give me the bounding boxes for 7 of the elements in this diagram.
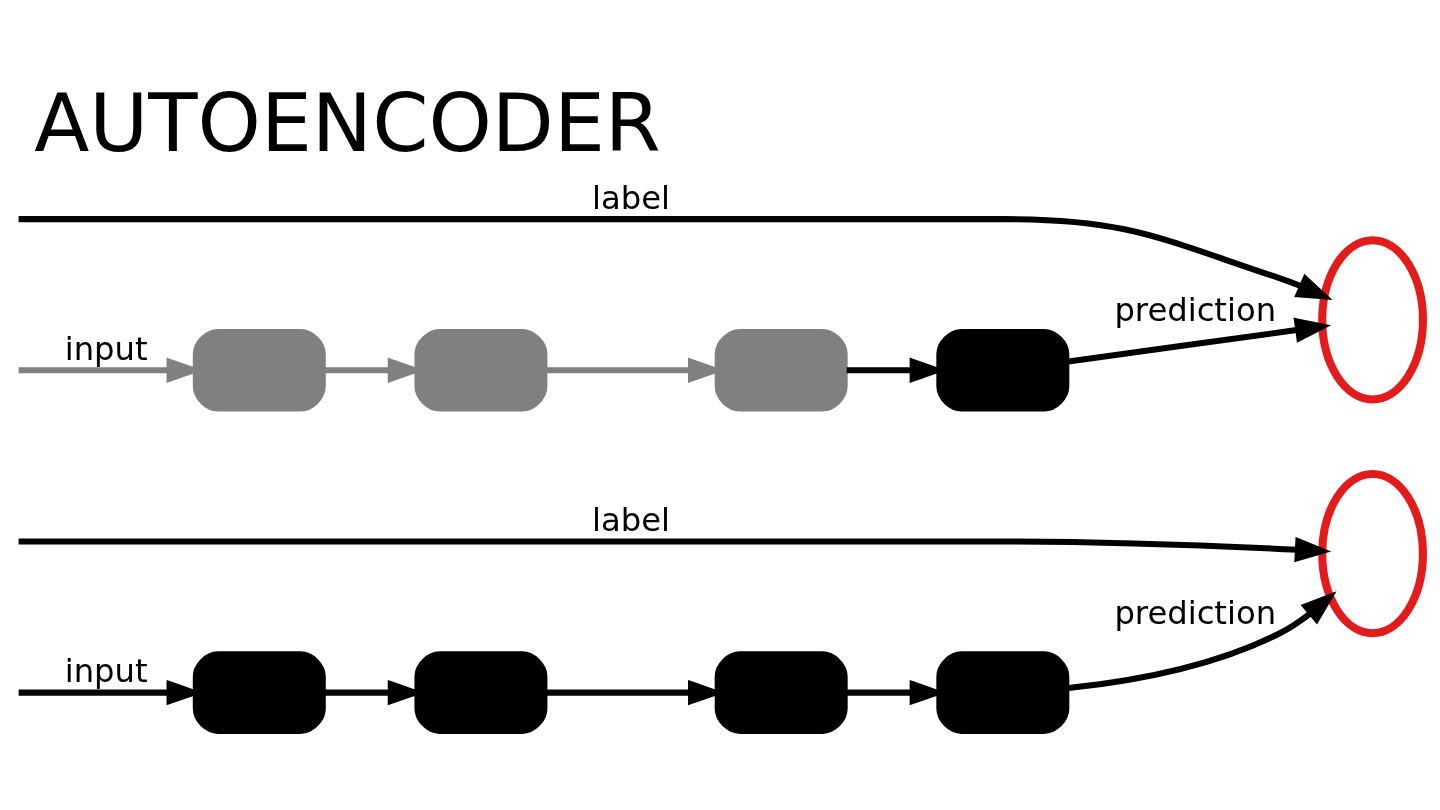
edge-label: label xyxy=(592,500,671,539)
edge-label: input xyxy=(64,651,148,690)
edge-label: label xyxy=(592,178,671,217)
edge-label: prediction xyxy=(1114,593,1277,632)
diagram-title: AUTOENCODER xyxy=(34,75,661,170)
edge-label: input xyxy=(64,329,148,368)
edge-label: prediction xyxy=(1114,290,1277,329)
